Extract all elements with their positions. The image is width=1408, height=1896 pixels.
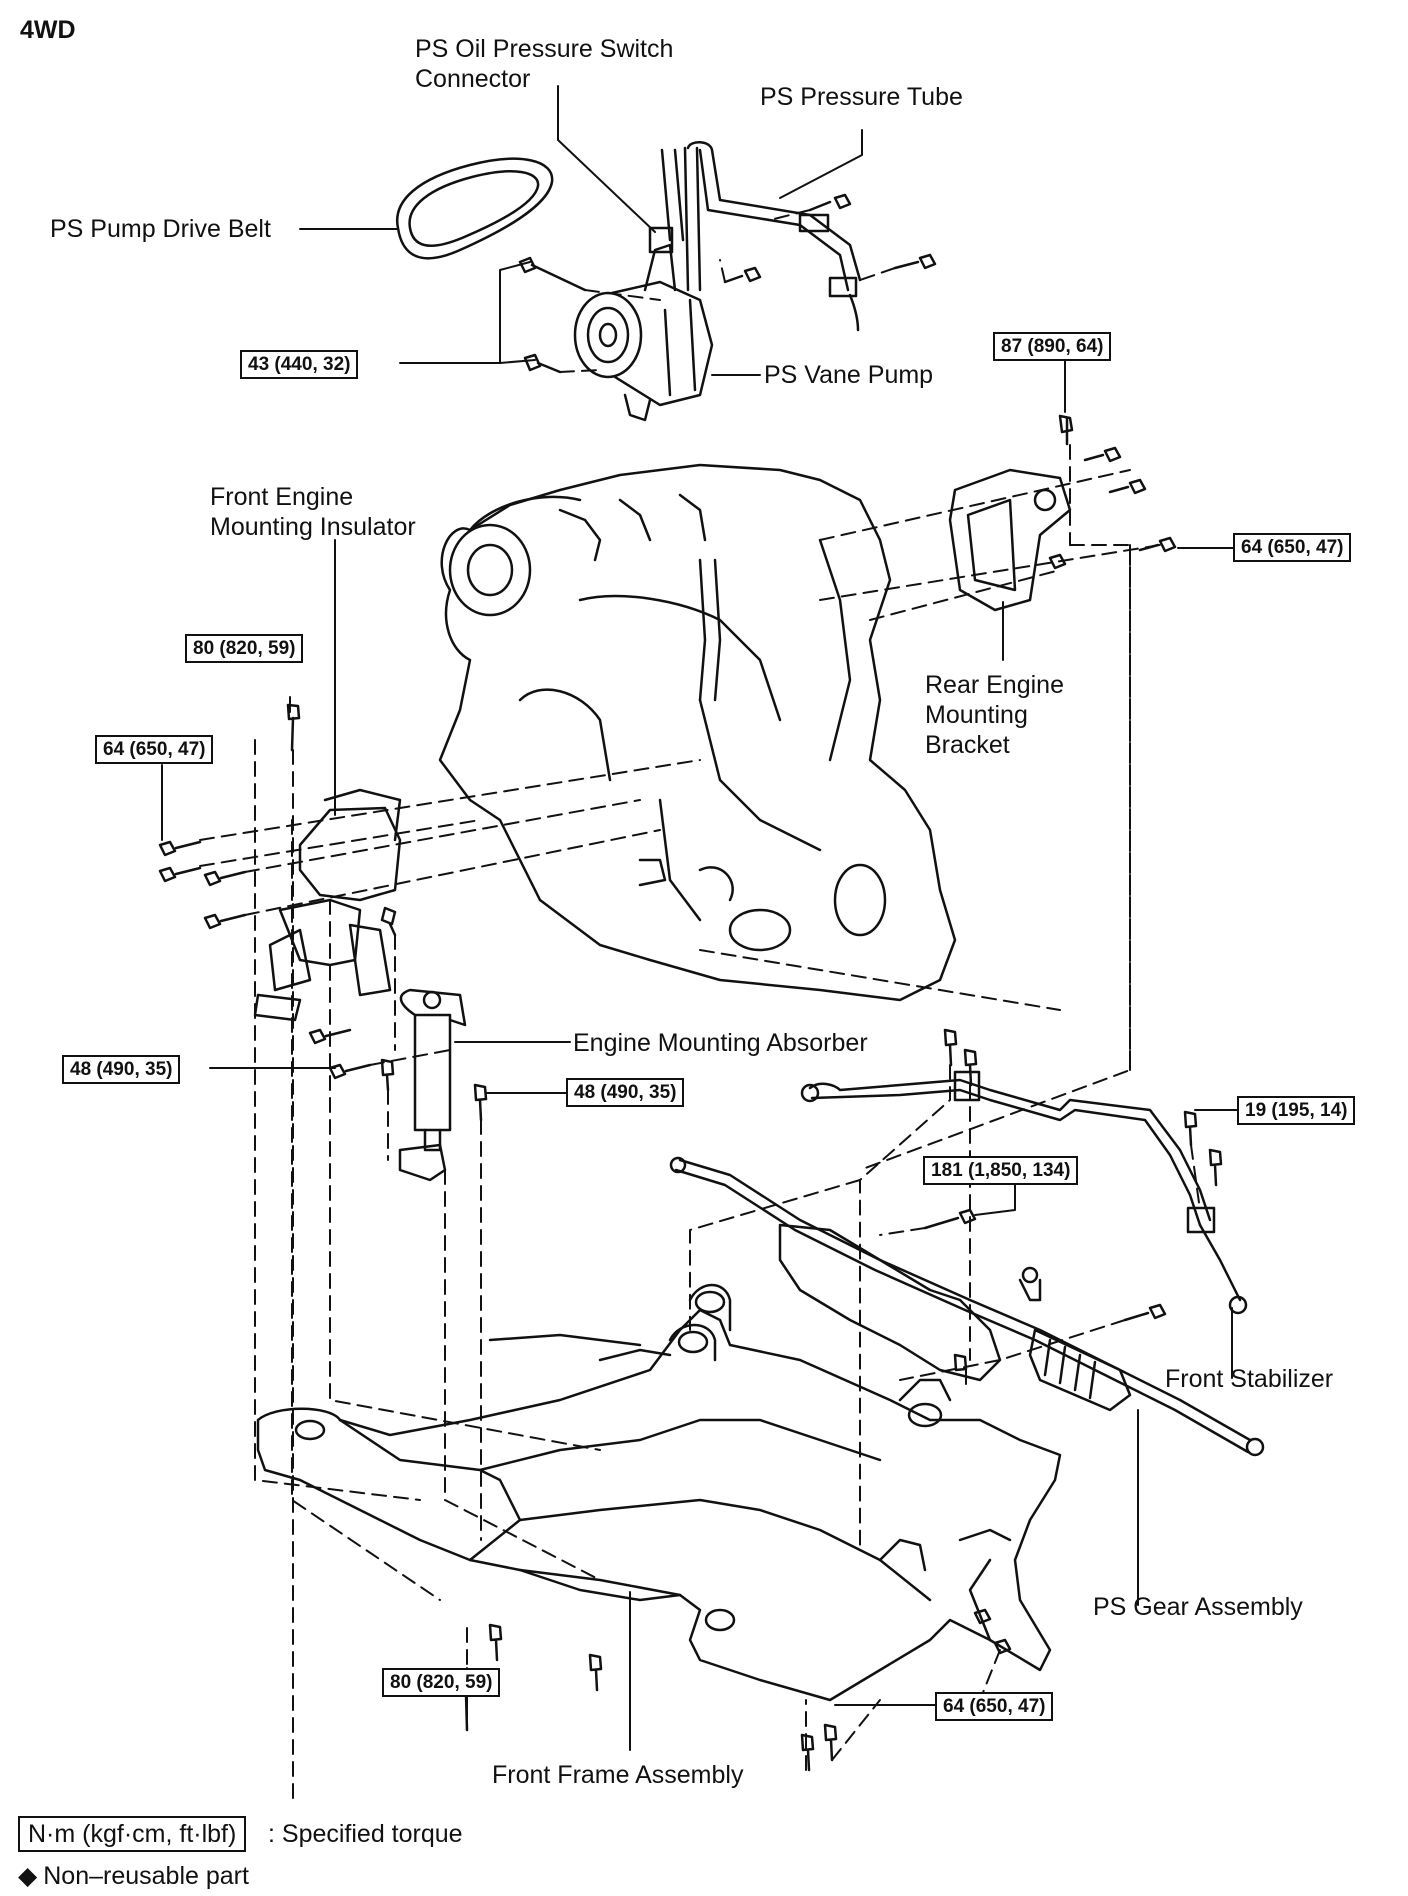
torque-frame-right: 64 (650, 47) (935, 1692, 1054, 1721)
ps-pump-drive-belt-drawing (395, 157, 554, 260)
ps-pressure-tube-drawing (648, 141, 862, 332)
torque-vane-pump-bolts: 43 (440, 32) (240, 350, 359, 379)
engine-assembly-drawing (438, 463, 957, 1002)
bolt-set-drawing (158, 193, 1223, 1772)
ps-gear-assembly-drawing (669, 1156, 1265, 1457)
legend-non-reusable-text: Non–reusable part (43, 1862, 249, 1890)
label-rear-engine-mounting-bracket: Rear Engine Mounting Bracket (925, 671, 1064, 759)
front-frame-assembly-drawing (256, 1283, 1062, 1702)
label-front-engine-mounting-insulator: Front Engine Mounting Insulator (210, 483, 416, 541)
legend-torque-meaning: : Specified torque (268, 1820, 463, 1848)
ps-vane-pump-drawing (573, 243, 714, 422)
label-ps-pressure-tube: PS Pressure Tube (760, 83, 963, 111)
torque-gear-assembly: 181 (1,850, 134) (923, 1156, 1079, 1185)
label-ps-vane-pump: PS Vane Pump (764, 361, 934, 389)
torque-rear-bracket-top: 87 (890, 64) (993, 332, 1112, 361)
leader-lines (161, 85, 1238, 1751)
torque-rear-bracket-side: 64 (650, 47) (1233, 533, 1352, 562)
front-engine-mounting-insulator-drawing (253, 788, 402, 1022)
label-front-frame-assembly: Front Frame Assembly (492, 1761, 744, 1789)
torque-stabilizer-bracket: 19 (195, 14) (1237, 1096, 1356, 1125)
engine-mounting-absorber-drawing (398, 988, 467, 1182)
label-engine-mounting-absorber: Engine Mounting Absorber (573, 1029, 868, 1057)
rear-engine-mounting-bracket-drawing (948, 468, 1072, 612)
torque-front-insulator-side: 64 (650, 47) (95, 735, 214, 764)
diamond-icon: ◆ (18, 1862, 38, 1890)
label-ps-gear-assembly: PS Gear Assembly (1093, 1593, 1303, 1621)
torque-front-insulator-top: 80 (820, 59) (185, 634, 304, 663)
torque-frame-left: 80 (820, 59) (382, 1668, 501, 1697)
torque-absorber-right: 48 (490, 35) (566, 1078, 685, 1107)
diagram-title: 4WD (20, 16, 76, 44)
legend-torque-units: N·m (kgf·cm, ft·lbf) (18, 1816, 247, 1852)
assembly-dashed-lines (199, 209, 1201, 1801)
torque-absorber-left: 48 (490, 35) (62, 1055, 181, 1084)
legend-non-reusable: ◆Non–reusable part (18, 1860, 249, 1892)
label-ps-pump-drive-belt: PS Pump Drive Belt (50, 215, 271, 243)
label-ps-oil-pressure-switch-connector: PS Oil Pressure Switch Connector (415, 35, 674, 93)
front-stabilizer-drawing (800, 1070, 1248, 1315)
label-front-stabilizer: Front Stabilizer (1165, 1365, 1334, 1393)
